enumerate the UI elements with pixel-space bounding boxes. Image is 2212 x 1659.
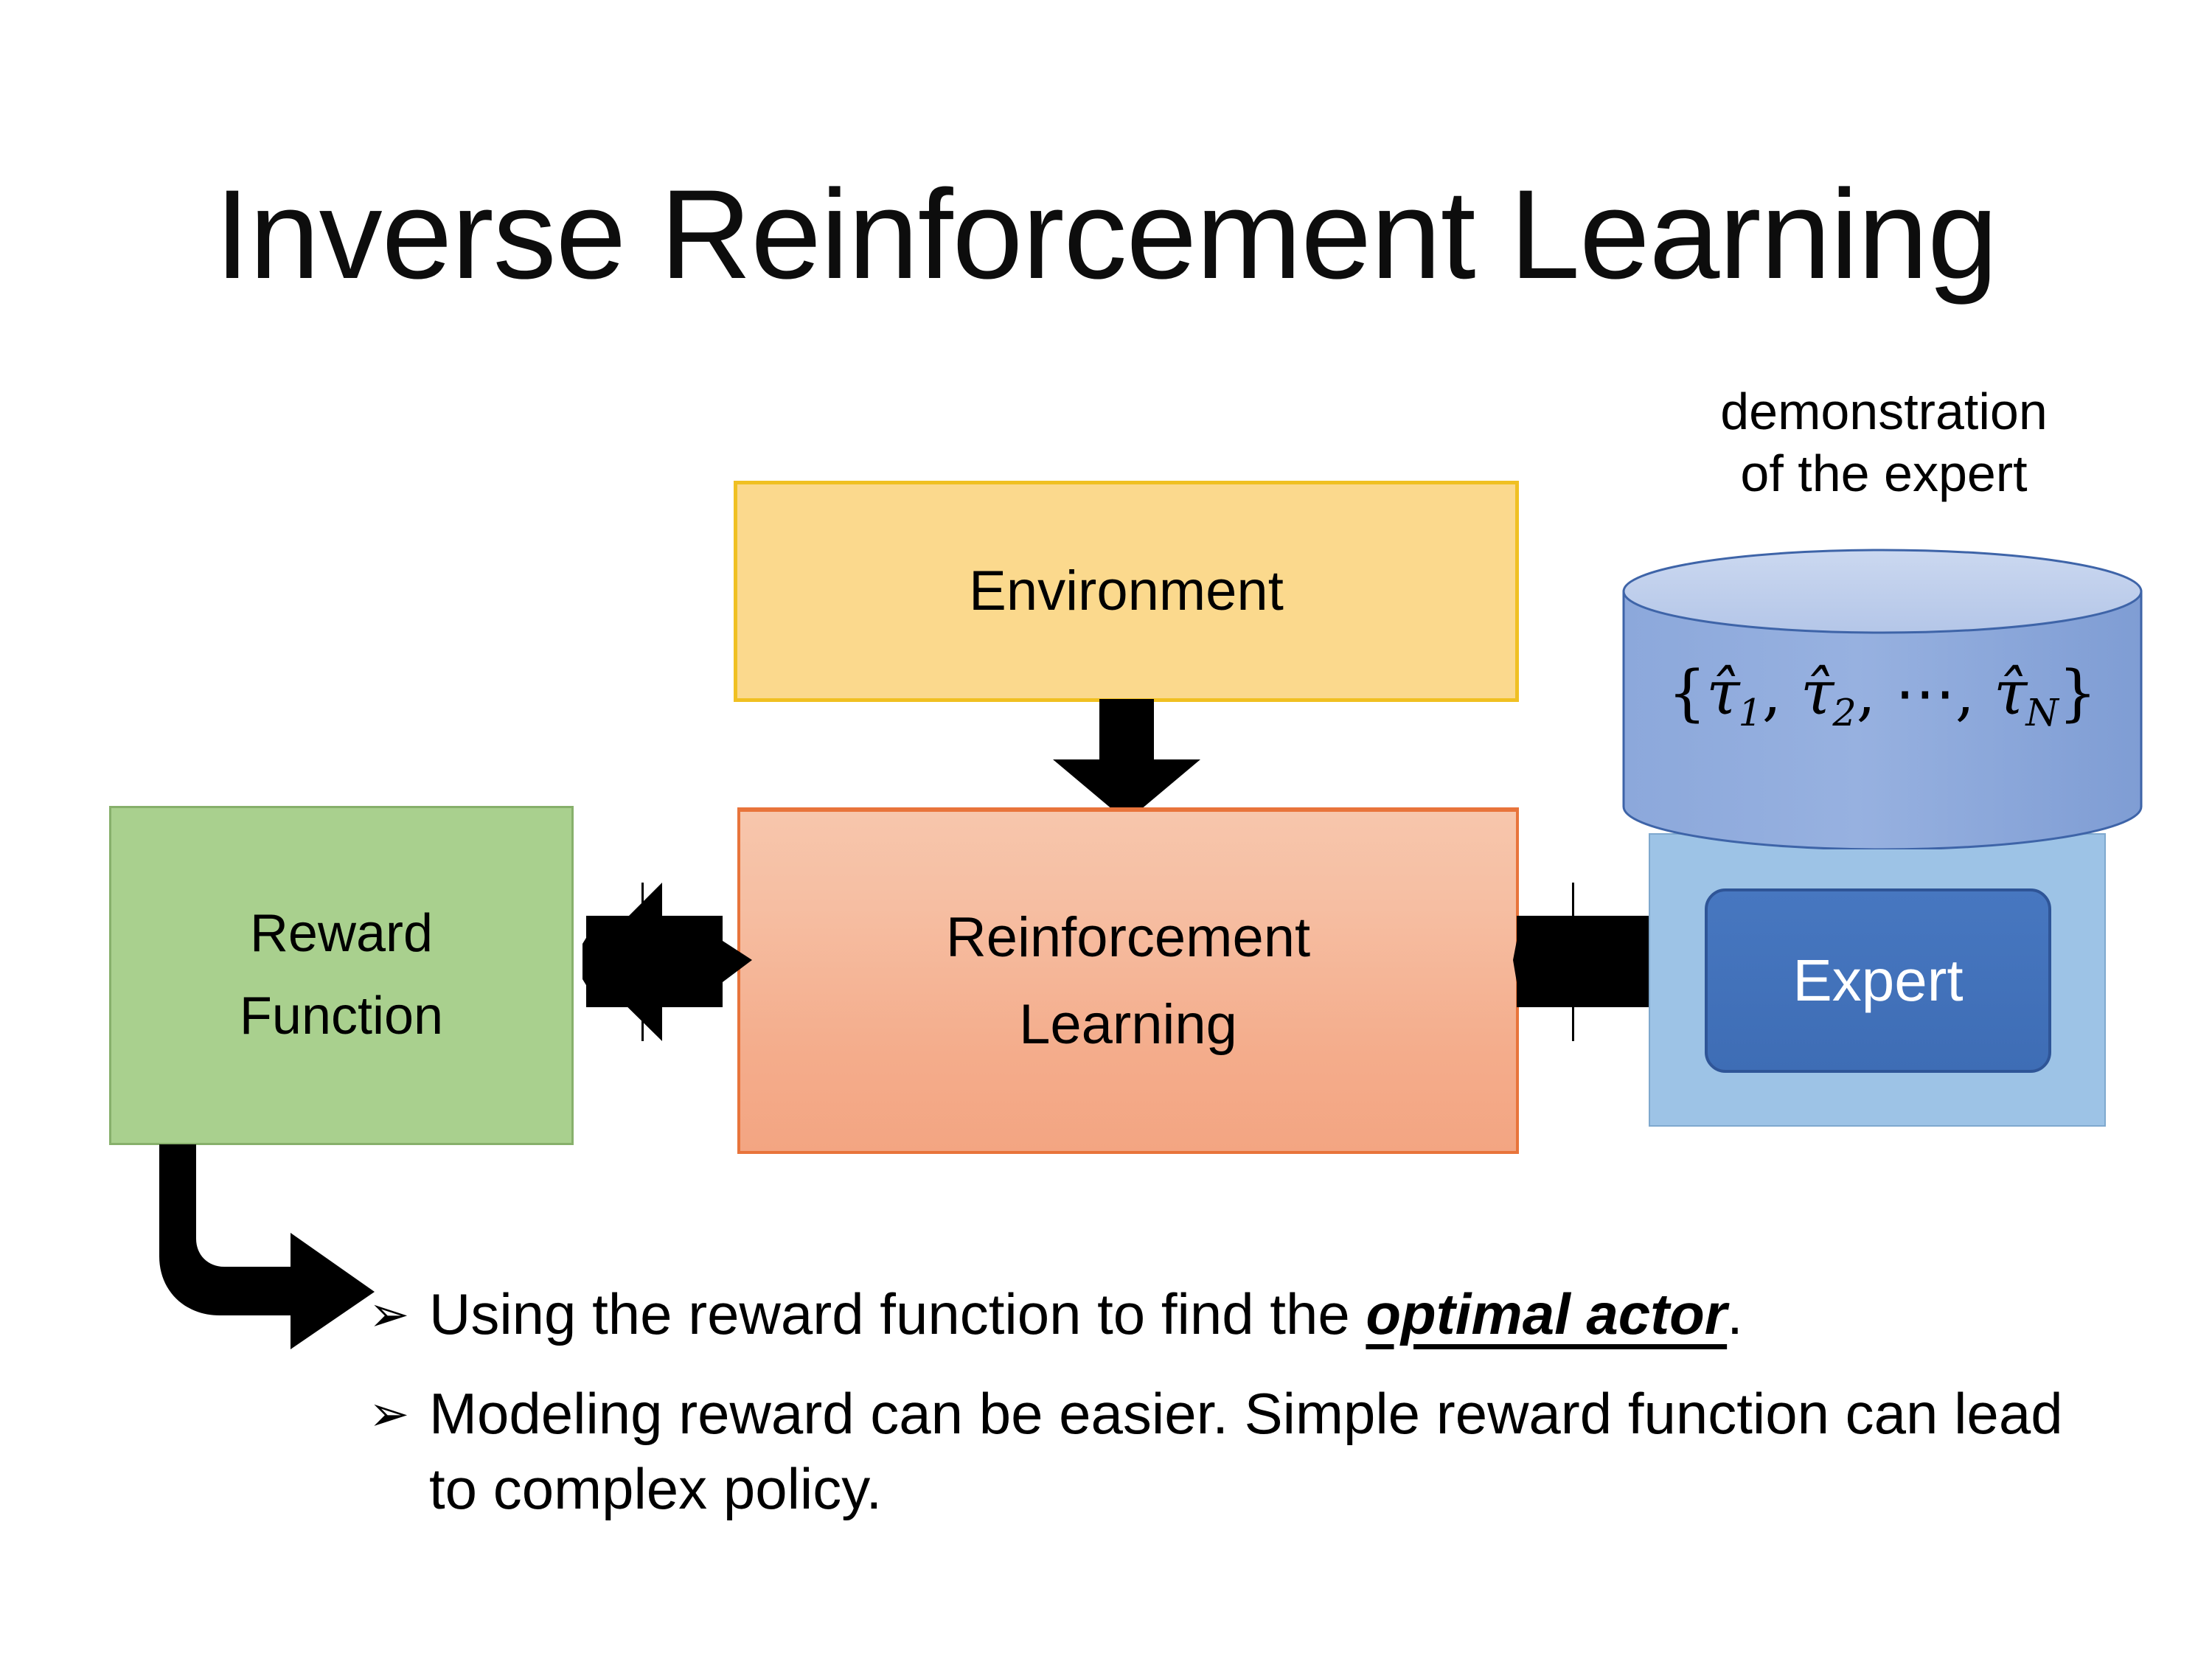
rl-label-line2: Learning: [1019, 993, 1237, 1056]
bullet-2-prefix: Modeling reward can be easier. Simple re…: [429, 1381, 2063, 1521]
four-way-arrow-icon: [1513, 870, 1683, 1054]
bullet-text-1: Using the reward function to find the op…: [429, 1277, 2094, 1352]
four-way-arrow-icon: [582, 870, 752, 1054]
trajectory-set-formula: {τ̂1, τ̂2, ⋯, τ̂N}: [1622, 658, 2143, 734]
down-arrow-icon: [1053, 699, 1200, 821]
reward-function-node: Reward Function: [109, 806, 574, 1145]
bullet-arrow-icon: ➢: [369, 1287, 410, 1341]
formula-close-brace: }: [2058, 658, 2097, 728]
page-title: Inverse Reinforcement Learning: [215, 164, 1998, 305]
reward-label-line1: Reward: [249, 904, 434, 964]
bullet-text-2: Modeling reward can be easier. Simple re…: [429, 1377, 2094, 1526]
formula-sub-n: N: [2025, 691, 2059, 735]
formula-tau-2: τ̂: [1801, 658, 1834, 728]
formula-sep-1: ,: [1761, 658, 1801, 728]
bullet-item-1: ➢ Using the reward function to find the …: [369, 1277, 2094, 1352]
rl-label: Reinforcement Learning: [946, 894, 1310, 1068]
demonstration-caption-line2: of the expert: [1740, 445, 2028, 502]
formula-sub-1: 1: [1738, 691, 1762, 735]
formula-tau-n: τ̂: [1993, 658, 2028, 728]
demonstration-caption: demonstration of the expert: [1622, 380, 2146, 504]
reward-function-label: Reward Function: [240, 893, 443, 1057]
bullet-1-emphasis: optimal actor: [1366, 1281, 1728, 1346]
bent-arrow-icon: [153, 1144, 382, 1358]
reinforcement-learning-node: Reinforcement Learning: [737, 807, 1519, 1154]
bullet-1-suffix: .: [1727, 1281, 1743, 1346]
demonstration-caption-line1: demonstration: [1720, 383, 2048, 440]
reward-label-line2: Function: [239, 987, 444, 1046]
expert-node: Expert: [1705, 888, 2051, 1073]
bullet-1-prefix: Using the reward function to find the: [429, 1281, 1366, 1346]
formula-sep-2: , ⋯,: [1856, 658, 1994, 728]
expert-label: Expert: [1792, 947, 1964, 1013]
environment-node: Environment: [734, 481, 1519, 702]
bullet-list: ➢ Using the reward function to find the …: [369, 1277, 2094, 1551]
database-cylinder-icon: [1622, 549, 2143, 849]
environment-label: Environment: [969, 560, 1284, 623]
rl-label-line1: Reinforcement: [945, 906, 1311, 970]
formula-tau-1: τ̂: [1706, 658, 1740, 728]
formula-sub-2: 2: [1832, 691, 1857, 735]
bullet-arrow-icon: ➢: [369, 1386, 410, 1441]
bullet-item-2: ➢ Modeling reward can be easier. Simple …: [369, 1377, 2094, 1526]
formula-open-brace: {: [1668, 658, 1707, 728]
